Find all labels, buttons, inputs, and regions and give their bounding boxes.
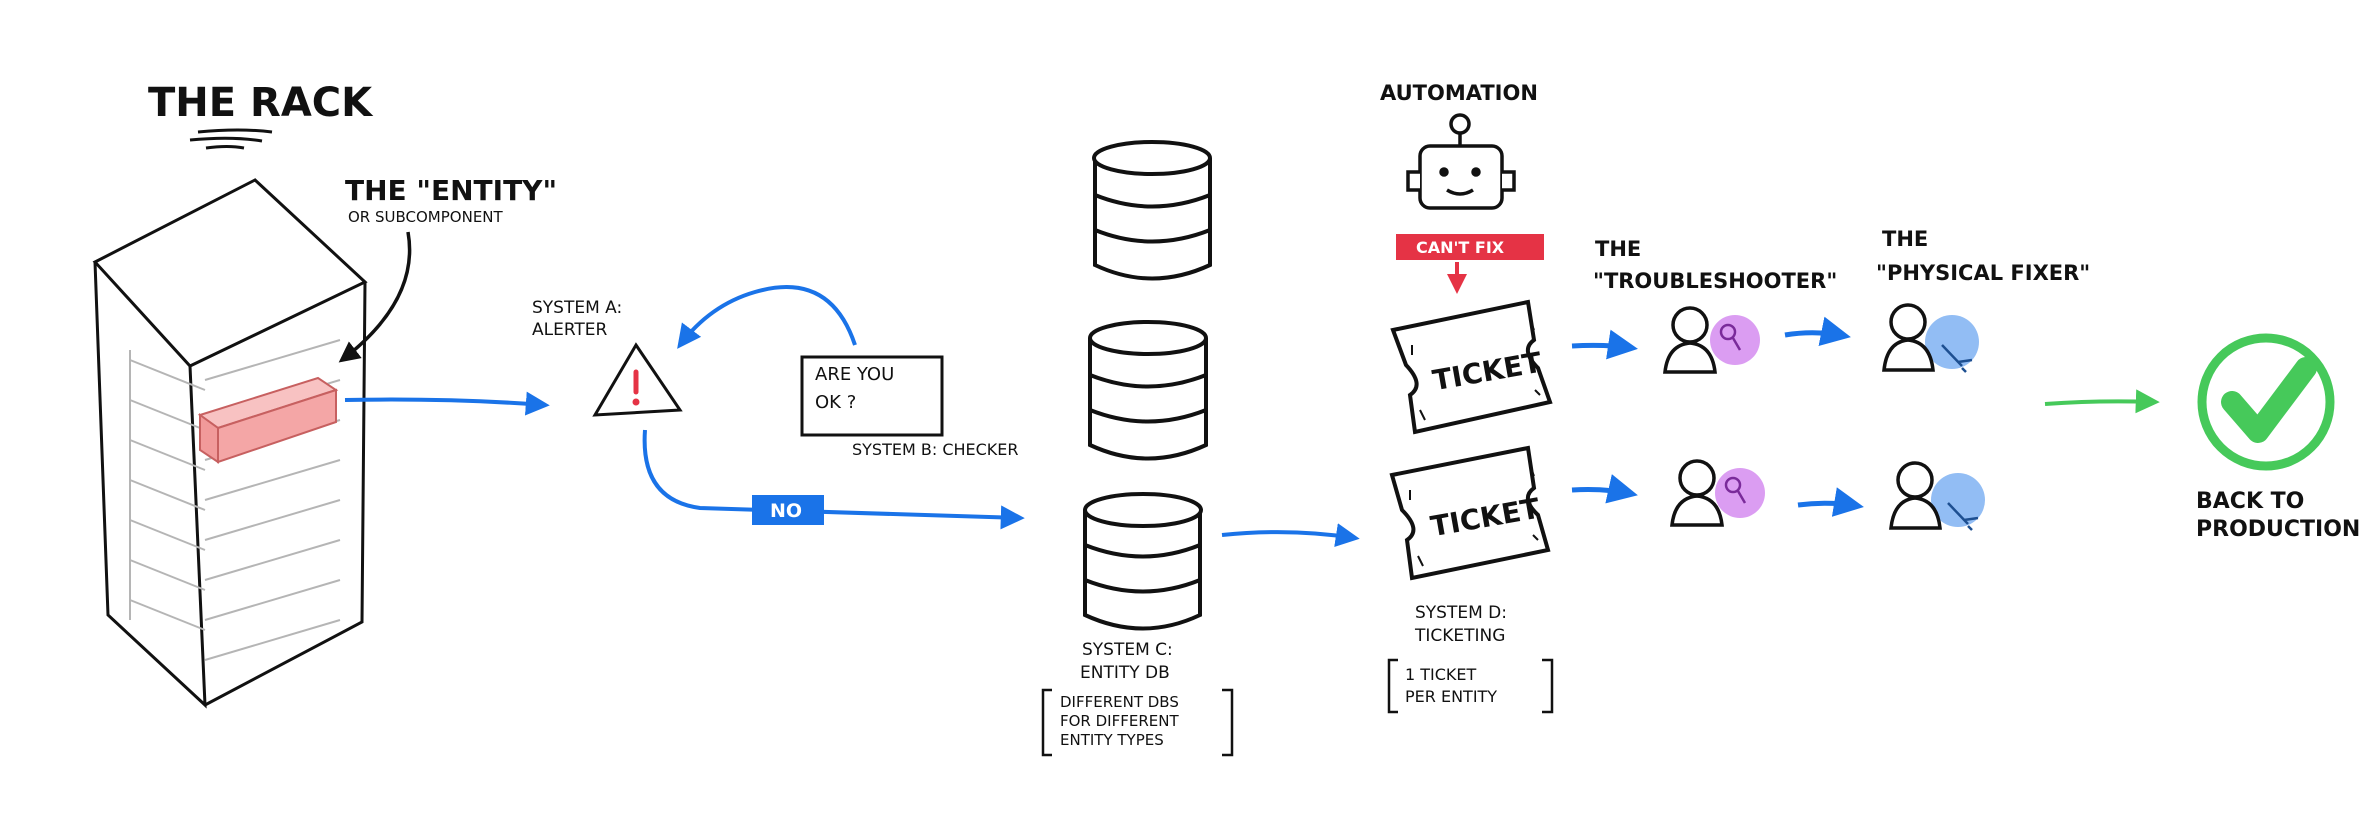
- rack-section: The Rack The "Entity" or subcomponent: [92, 80, 557, 709]
- troubleshooter-section: The "Troubleshooter": [1593, 237, 1864, 527]
- system-c-note-line2: for different: [1060, 712, 1179, 730]
- entity-highlight-block: [197, 376, 339, 464]
- entity-title: The "Entity": [345, 174, 557, 207]
- fixer-person-icon-bottom: [1889, 461, 1985, 531]
- system-a-label-line1: System A:: [532, 298, 622, 318]
- fixer-person-icon-top: [1882, 303, 1979, 373]
- arrow-troubleshooter-to-fixer-bottom: [1797, 487, 1864, 517]
- system-a-section: System A: Alerter No: [532, 298, 1025, 530]
- alert-triangle-icon: [592, 342, 683, 417]
- system-d-section: Ticket Ticket System D: Ticketing 1 tick…: [1387, 299, 1638, 714]
- system-a-label-line2: Alerter: [532, 320, 608, 340]
- production-label-line1: Back to: [2196, 489, 2304, 514]
- arrow-to-production: [2044, 389, 2160, 414]
- arrow-checker-to-alerter: [677, 285, 857, 349]
- system-d-label-line2: Ticketing: [1414, 626, 1505, 646]
- system-d-note-brackets: [1387, 658, 1554, 714]
- checker-message-line2: ok ?: [815, 392, 856, 413]
- production-section: Back to Production: [2044, 333, 2360, 542]
- production-label-line2: Production: [2196, 517, 2360, 542]
- physical-fixer-label-line2: "Physical Fixer": [1876, 261, 2090, 285]
- troubleshooter-label-line1: The: [1595, 237, 1641, 261]
- automation-label: Automation: [1380, 81, 1538, 105]
- rack-title: The Rack: [148, 80, 374, 126]
- physical-fixer-section: The "Physical Fixer": [1876, 227, 2090, 531]
- system-c-label-line2: Entity DB: [1080, 663, 1170, 683]
- system-c-note-brackets: [1041, 688, 1234, 757]
- troubleshooter-person-icon-top: [1663, 306, 1760, 374]
- rack-title-underline: [189, 128, 273, 150]
- ticket-bottom: Ticket: [1389, 445, 1551, 581]
- arrow-alerter-to-db: [642, 429, 1025, 530]
- robot-icon: [1406, 113, 1516, 210]
- entity-pointer-arrow: [338, 231, 412, 363]
- no-tag-label: No: [770, 500, 802, 522]
- troubleshooter-person-icon-bottom: [1670, 459, 1765, 527]
- ticket-top: Ticket: [1390, 299, 1553, 435]
- troubleshooter-label-line2: "Troubleshooter": [1593, 269, 1837, 293]
- system-c-labels: System C: Entity DB Different DBs for di…: [1041, 523, 1360, 757]
- system-c-note-line3: entity types: [1060, 731, 1164, 749]
- database-icon-top: [1092, 140, 1212, 281]
- system-c-label-line1: System C:: [1082, 640, 1173, 660]
- arrow-rack-to-alerter: [344, 391, 550, 416]
- arrow-troubleshooter-to-fixer-top: [1784, 316, 1851, 347]
- checker-message-line1: Are you: [815, 364, 894, 385]
- checker-message-box: [800, 355, 944, 437]
- database-icon-middle: [1088, 320, 1208, 461]
- entity-subtitle: or subcomponent: [348, 208, 504, 226]
- rack-cabinet: [92, 178, 368, 709]
- automation-section: Automation Can't fix: [1380, 81, 1544, 294]
- arrow-ticket-top-to-troubleshooter: [1571, 329, 1638, 360]
- system-d-label-line1: System D:: [1415, 603, 1507, 623]
- physical-fixer-label-line1: The: [1882, 227, 1928, 251]
- system-c-section: [1083, 140, 1212, 631]
- database-icon-bottom: [1083, 492, 1203, 631]
- arrow-db-to-ticket: [1221, 523, 1360, 547]
- system-b-label: System B: Checker: [852, 440, 1019, 459]
- no-tag: [752, 495, 824, 525]
- checkmark-icon: [2197, 333, 2335, 471]
- system-d-note-line2: per entity: [1405, 687, 1497, 706]
- system-d-note-line1: 1 ticket: [1405, 665, 1477, 684]
- cant-fix-label: Can't fix: [1416, 238, 1505, 257]
- arrow-ticket-bottom-to-troubleshooter: [1571, 474, 1638, 504]
- system-b-section: Are you ok ? System B: Checker: [677, 285, 1019, 459]
- system-c-note-line1: Different DBs: [1060, 693, 1179, 711]
- cant-fix-tag: [1396, 234, 1544, 260]
